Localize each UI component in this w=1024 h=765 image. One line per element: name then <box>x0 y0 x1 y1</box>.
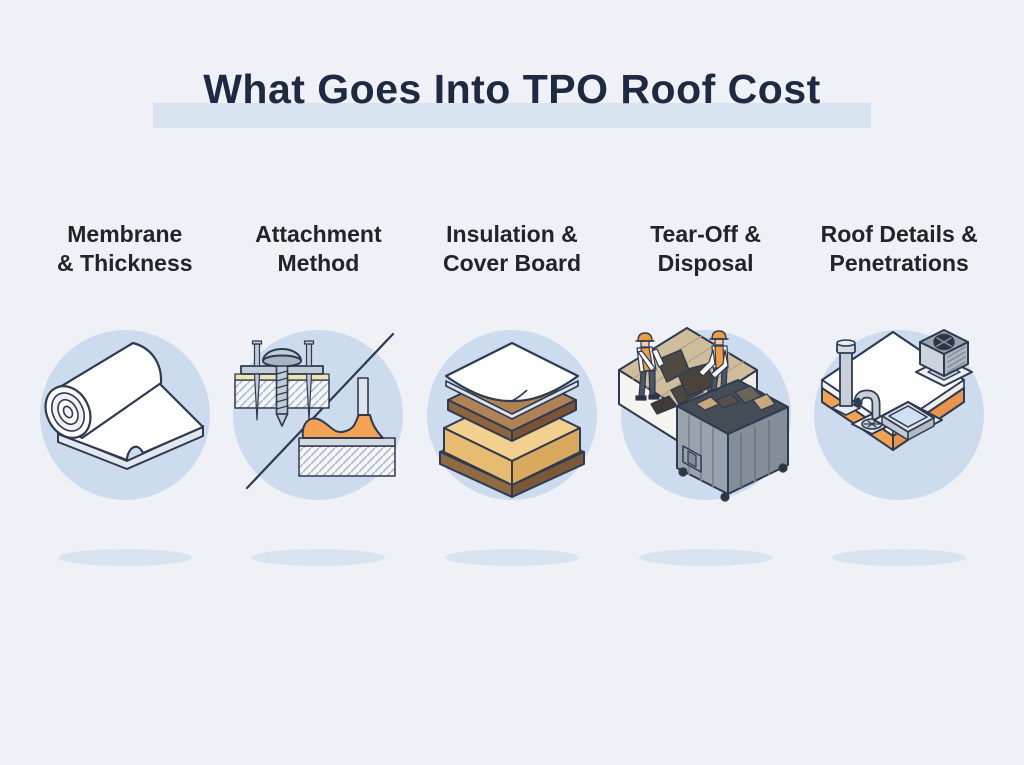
icon-shadow <box>444 549 579 566</box>
workers-dumpster-icon <box>611 320 801 510</box>
heading-line-2: Method <box>277 250 360 276</box>
fasteners-and-adhesive-icon <box>223 320 413 510</box>
column-heading: Roof Details & Penetrations <box>802 220 996 278</box>
icon-shadow <box>638 549 773 566</box>
heading-line-2: Penetrations <box>829 250 969 276</box>
column-heading: Tear-Off & Disposal <box>609 220 803 278</box>
column-heading: Insulation & Cover Board <box>415 220 609 278</box>
layered-boards-icon <box>417 320 607 510</box>
column-heading: Attachment Method <box>222 220 416 278</box>
heading-line-1: Membrane <box>67 221 183 247</box>
roof-penetrations-icon <box>804 320 994 510</box>
column-membrane-thickness: Membrane & Thickness <box>28 220 222 566</box>
heading-line-2: Cover Board <box>442 250 581 276</box>
heading-line-1: Insulation & <box>446 221 578 247</box>
page-title: What Goes Into TPO Roof Cost <box>203 66 821 112</box>
membrane-roll-icon <box>30 320 220 510</box>
icon-shadow <box>251 549 386 566</box>
icon-shadow <box>57 549 192 566</box>
heading-line-2: Disposal <box>657 250 754 276</box>
heading-line-1: Roof Details & <box>820 221 978 247</box>
column-tearoff-disposal: Tear-Off & Disposal <box>609 220 803 566</box>
heading-line-1: Attachment <box>255 221 382 247</box>
title-block: What Goes Into TPO Roof Cost <box>0 66 1024 128</box>
column-heading: Membrane & Thickness <box>28 220 222 278</box>
title-highlight-band <box>153 103 871 128</box>
column-insulation-coverboard: Insulation & Cover Board <box>415 220 609 566</box>
icon-shadow <box>832 549 967 566</box>
column-roof-details-penetrations: Roof Details & Penetrations <box>802 220 996 566</box>
heading-line-1: Tear-Off & <box>650 221 761 247</box>
heading-line-2: & Thickness <box>57 250 193 276</box>
column-attachment-method: Attachment Method <box>222 220 416 566</box>
cost-factor-columns: Membrane & Thickness <box>28 220 996 566</box>
